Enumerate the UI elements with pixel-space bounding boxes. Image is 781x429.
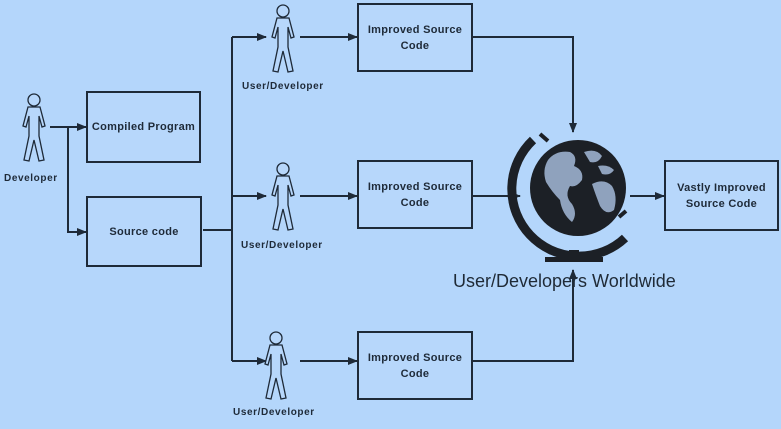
- vastly-line2: Source Code: [685, 197, 758, 210]
- arrow-dev-to-source: [67, 127, 87, 236]
- globe-label: User/Developers Worldwide: [453, 271, 676, 291]
- developer-label: Developer: [4, 173, 58, 184]
- vastly-line1: Vastly Improved: [677, 181, 766, 194]
- developer-actor-icon: [22, 93, 46, 162]
- arrow-improved-top-to-globe: [472, 36, 577, 133]
- vastly-improved-box: Vastly Improved Source Code: [664, 160, 779, 231]
- source-code-text: Source code: [109, 225, 179, 238]
- improved-source-top-box: Improved Source Code: [357, 3, 473, 72]
- user-developer-mid-icon: [271, 162, 295, 231]
- user-developer-top-label: User/Developer: [242, 81, 324, 92]
- improved-top-line1: Improved Source: [367, 23, 463, 36]
- compiled-program-text: Compiled Program: [91, 121, 196, 133]
- user-developer-bottom-icon: [264, 331, 288, 400]
- improved-bottom-line2: Code: [400, 367, 430, 380]
- improved-source-mid-box: Improved Source Code: [357, 160, 473, 229]
- user-developer-mid-label: User/Developer: [241, 240, 323, 251]
- user-developer-top-icon: [271, 4, 295, 73]
- improved-mid-line1: Improved Source: [367, 180, 463, 193]
- improved-source-bottom-box: Improved Source Code: [357, 331, 473, 400]
- compiled-program-box: Compiled Program: [86, 91, 201, 163]
- improved-bottom-line1: Improved Source: [367, 351, 463, 364]
- arrow-improved-bottom-to-globe: [472, 269, 577, 362]
- globe-icon: [507, 132, 629, 262]
- source-code-box: Source code: [86, 196, 202, 267]
- user-developer-bottom-label: User/Developer: [233, 407, 315, 418]
- improved-top-line2: Code: [400, 39, 430, 52]
- improved-mid-line2: Code: [400, 196, 430, 209]
